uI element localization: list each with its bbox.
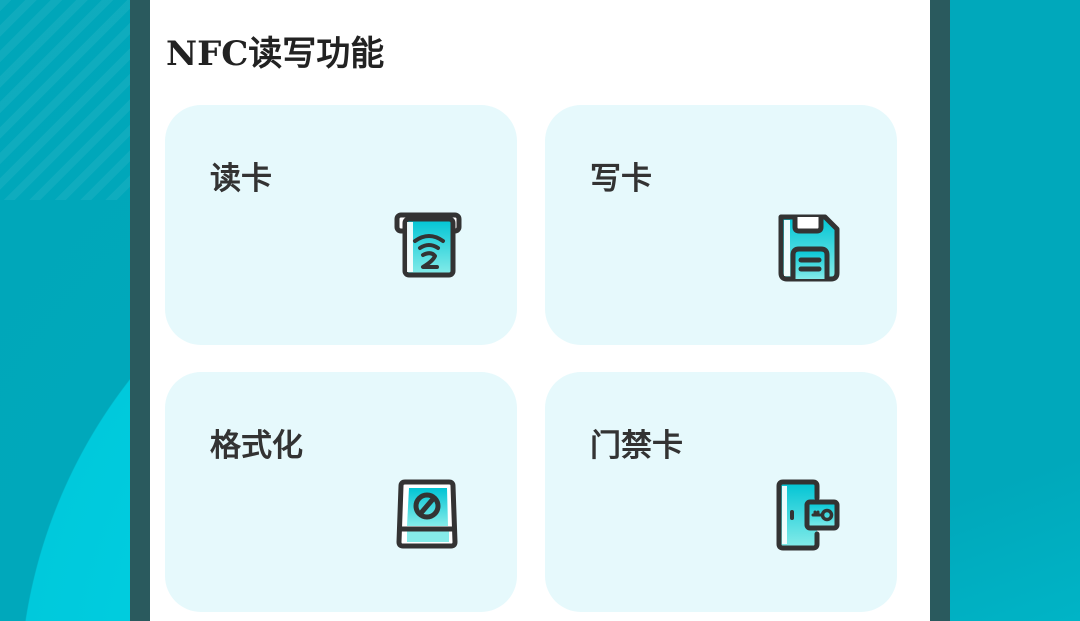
- door-key-card-icon: [776, 479, 840, 551]
- background-right: [950, 0, 1080, 621]
- background-stripes: [0, 0, 130, 200]
- read-card-label: 读卡: [210, 161, 272, 197]
- format-drive-icon: [396, 479, 458, 549]
- card-reader-icon: [394, 212, 462, 278]
- write-card-label: 写卡: [590, 161, 652, 197]
- main-panel: NFC读写功能 读卡 写卡: [150, 0, 930, 621]
- format-label: 格式化: [210, 428, 303, 464]
- background-left: [0, 0, 130, 621]
- access-card-label: 门禁卡: [590, 428, 683, 464]
- page-title: NFC读写功能: [166, 34, 385, 74]
- device-frame-left: [130, 0, 150, 621]
- read-card-button[interactable]: 读卡: [165, 105, 517, 345]
- format-button[interactable]: 格式化: [165, 372, 517, 612]
- device-frame-right: [930, 0, 950, 621]
- write-card-button[interactable]: 写卡: [545, 105, 897, 345]
- floppy-save-icon: [778, 214, 840, 282]
- access-card-button[interactable]: 门禁卡: [545, 372, 897, 612]
